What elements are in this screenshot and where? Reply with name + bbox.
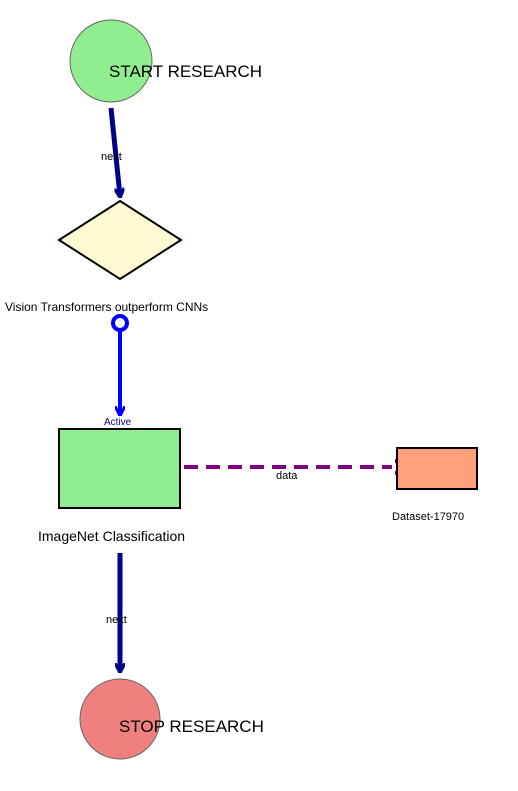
stop-node[interactable] xyxy=(79,678,161,760)
edge-decision-to-process-label: Active xyxy=(104,417,132,428)
start-node[interactable] xyxy=(69,19,153,103)
edge-process-to-stop-label: next xyxy=(106,614,127,626)
decision-node[interactable] xyxy=(57,199,183,281)
dataset-node-label: Dataset-17970 xyxy=(392,511,465,523)
process-node[interactable] xyxy=(58,428,181,509)
edge-start-to-decision-label: next xyxy=(101,151,122,163)
decision-node-label: Vision Transformers outperform CNNs xyxy=(5,300,209,314)
edge-start-to-decision xyxy=(108,107,120,196)
dataset-node[interactable] xyxy=(396,447,478,490)
start-node-label: START RESEARCH xyxy=(109,62,263,81)
edge-process-to-dataset-label: data xyxy=(276,470,298,482)
stop-node-label: STOP RESEARCH xyxy=(119,717,264,736)
process-node-label: ImageNet Classification xyxy=(38,528,186,544)
edge-start-marker xyxy=(111,314,129,332)
